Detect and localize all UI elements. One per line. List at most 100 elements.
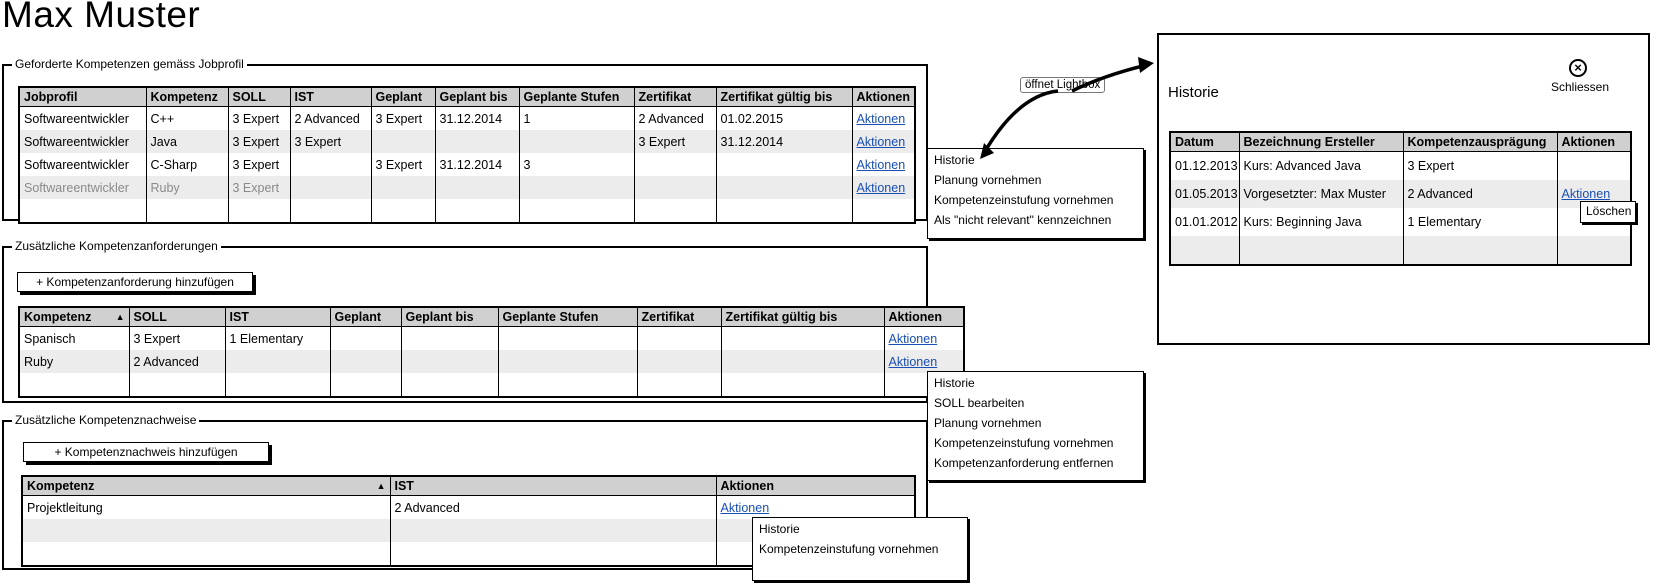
menu-item[interactable]: Historie xyxy=(934,153,975,167)
section-legend: Geforderte Kompetenzen gemäss Jobprofil xyxy=(12,57,247,71)
table-cell xyxy=(1556,236,1631,265)
column-header[interactable]: IST xyxy=(389,476,716,496)
menu-item[interactable]: Kompetenzanforderung entfernen xyxy=(934,456,1114,470)
menu-item[interactable]: SOLL bearbeiten xyxy=(934,396,1025,410)
menu-item-delete[interactable]: Löschen xyxy=(1586,204,1632,218)
table-row xyxy=(19,373,964,397)
table-cell xyxy=(434,176,519,199)
actions-link[interactable]: Aktionen xyxy=(888,354,938,369)
table-cell xyxy=(633,176,716,199)
menu-item[interactable]: Kompetenzeinstufung vornehmen xyxy=(759,542,939,556)
actions-link[interactable]: Aktionen xyxy=(1561,187,1611,201)
sort-ascending-icon[interactable]: ▲ xyxy=(115,312,125,322)
column-header[interactable]: Zertifikat gültig bis xyxy=(720,307,884,327)
menu-item[interactable]: Planung vornehmen xyxy=(934,416,1042,430)
add-requirement-button[interactable]: + Kompetenzanforderung hinzufügen xyxy=(17,272,253,292)
column-header-label: IST xyxy=(394,479,414,493)
column-header[interactable]: Kompetenz xyxy=(145,87,228,107)
column-header[interactable]: Geplante Stufen xyxy=(497,307,637,327)
column-header[interactable]: Geplante Stufen xyxy=(518,87,634,107)
table-cell xyxy=(329,326,401,350)
close-icon[interactable]: × xyxy=(1569,59,1587,77)
table-cell xyxy=(400,350,498,373)
table-cell: 1 Elementary xyxy=(224,326,330,350)
column-header[interactable]: Aktionen xyxy=(851,87,915,107)
add-proof-button[interactable]: + Kompetenznachweis hinzufügen xyxy=(23,442,269,462)
table-cell: Ruby xyxy=(19,350,129,373)
column-header[interactable]: Kompetenzausprägung xyxy=(1402,132,1557,152)
table-cell: 31.12.2014 xyxy=(434,153,519,176)
table-cell: 01.02.2015 xyxy=(715,106,852,130)
table-cell: Softwareentwickler xyxy=(19,130,146,153)
sort-ascending-icon[interactable]: ▲ xyxy=(376,481,386,491)
table-cell: 3 Expert xyxy=(289,130,371,153)
table-cell xyxy=(400,326,498,350)
table-cell: Aktionen xyxy=(851,153,915,176)
column-header[interactable]: Kompetenz▲ xyxy=(22,476,390,496)
column-header[interactable]: Jobprofil xyxy=(19,87,146,107)
column-header[interactable]: Kompetenz▲ xyxy=(19,307,129,327)
menu-item[interactable]: Historie xyxy=(934,376,975,390)
table-row xyxy=(19,199,915,223)
column-header[interactable]: Zertifikat xyxy=(636,307,721,327)
column-header[interactable]: SOLL xyxy=(128,307,225,327)
actions-link[interactable]: Aktionen xyxy=(856,111,906,126)
column-header[interactable]: Datum xyxy=(1170,132,1239,152)
menu-item[interactable]: Kompetenzeinstufung vornehmen xyxy=(934,436,1114,450)
table-cell xyxy=(19,373,129,397)
table-cell xyxy=(145,199,228,223)
column-header[interactable]: Aktionen xyxy=(883,307,964,327)
table-cell: 3 xyxy=(518,153,634,176)
column-header[interactable]: SOLL xyxy=(227,87,290,107)
table-cell: Aktionen xyxy=(851,176,915,199)
table-cell: C-Sharp xyxy=(145,153,228,176)
column-header[interactable]: Geplant xyxy=(329,307,401,327)
actions-link[interactable]: Aktionen xyxy=(856,157,906,172)
menu-item[interactable]: Kompetenzeinstufung vornehmen xyxy=(934,193,1114,207)
column-header[interactable]: Aktionen xyxy=(715,476,915,496)
actions-link[interactable]: Aktionen xyxy=(856,134,906,149)
table-cell: Java xyxy=(145,130,228,153)
actions-link[interactable]: Aktionen xyxy=(720,500,770,515)
menu-item[interactable]: Als "nicht relevant" kennzeichnen xyxy=(934,213,1112,227)
column-header[interactable]: Geplant bis xyxy=(434,87,519,107)
menu-item[interactable]: Historie xyxy=(759,522,800,536)
column-header-label: Jobprofil xyxy=(24,90,78,104)
table-cell: Ruby xyxy=(145,176,228,199)
table-cell xyxy=(497,350,637,373)
table-cell xyxy=(720,326,884,350)
table-cell: Softwareentwickler xyxy=(19,106,146,130)
column-header-label: Datum xyxy=(1175,135,1214,149)
column-header[interactable]: Zertifikat xyxy=(633,87,716,107)
table-cell: 3 Expert xyxy=(227,176,290,199)
column-header[interactable]: Bezeichnung Ersteller xyxy=(1238,132,1403,152)
table-cell: Aktionen xyxy=(851,130,915,153)
table-cell: 3 Expert xyxy=(370,153,435,176)
column-header-label: SOLL xyxy=(133,310,167,324)
column-header[interactable]: Aktionen xyxy=(1556,132,1631,152)
table-cell xyxy=(289,176,371,199)
close-label[interactable]: Schliessen xyxy=(1551,80,1610,94)
table-cell: 3 Expert xyxy=(128,326,225,350)
column-header[interactable]: Geplant xyxy=(370,87,435,107)
table-cell: Aktionen xyxy=(883,326,964,350)
column-header[interactable]: Geplant bis xyxy=(400,307,498,327)
table-cell xyxy=(851,199,915,223)
table-cell xyxy=(329,350,401,373)
table-cell xyxy=(497,373,637,397)
actions-link[interactable]: Aktionen xyxy=(856,180,906,195)
table-cell xyxy=(636,373,721,397)
column-header[interactable]: Zertifikat gültig bis xyxy=(715,87,852,107)
column-header[interactable]: IST xyxy=(224,307,330,327)
actions-link[interactable]: Aktionen xyxy=(888,331,938,346)
column-header[interactable]: IST xyxy=(289,87,371,107)
table-cell: 1 xyxy=(518,106,634,130)
menu-item[interactable]: Planung vornehmen xyxy=(934,173,1042,187)
